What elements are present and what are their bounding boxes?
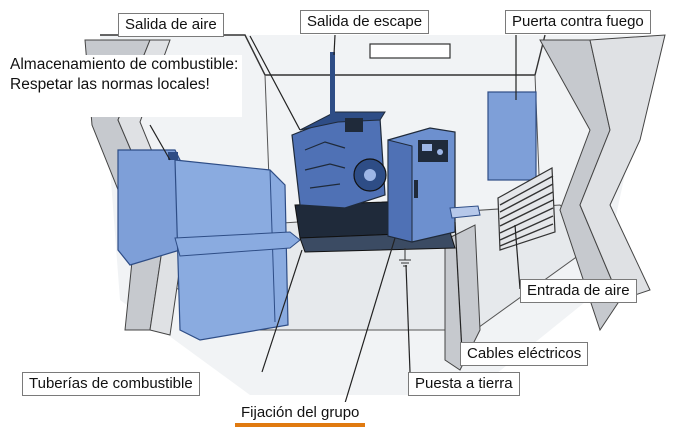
label-salida-aire: Salida de aire	[118, 13, 224, 37]
leader-lines	[149, 34, 521, 404]
label-cables: Cables eléctricos	[460, 342, 589, 366]
label-entrada-aire: Entrada de aire	[520, 279, 637, 303]
engine-hub	[364, 169, 376, 181]
label-tuberias: Tuberías de combustible	[22, 372, 200, 396]
label-fijacion: Fijación del grupo	[235, 402, 366, 427]
control-cabinet-side	[387, 139, 413, 243]
control-display	[422, 144, 432, 151]
fuel-tank-cap	[168, 152, 178, 160]
engine-detail	[304, 141, 346, 189]
right-wall-beam	[579, 34, 666, 301]
control-handle	[414, 180, 418, 198]
label-puerta-fuego: Puerta contra fuego	[505, 10, 651, 34]
cable-tray	[449, 205, 481, 219]
engine-top	[299, 111, 386, 131]
louvre-slats	[499, 175, 554, 247]
label-puesta-tierra: Puesta a tierra	[408, 372, 520, 396]
fuel-pipe	[174, 231, 301, 257]
label-salida-escape: Salida de escape	[300, 10, 430, 34]
exhaust-pipe	[330, 52, 335, 116]
ceiling-light	[369, 43, 451, 59]
fuel-tank	[117, 149, 181, 266]
fire-door	[487, 91, 537, 181]
engine-filter	[345, 118, 363, 132]
control-knob	[437, 149, 443, 155]
label-almacenamiento: Almacenamiento de combustible: Respetar …	[10, 55, 242, 117]
